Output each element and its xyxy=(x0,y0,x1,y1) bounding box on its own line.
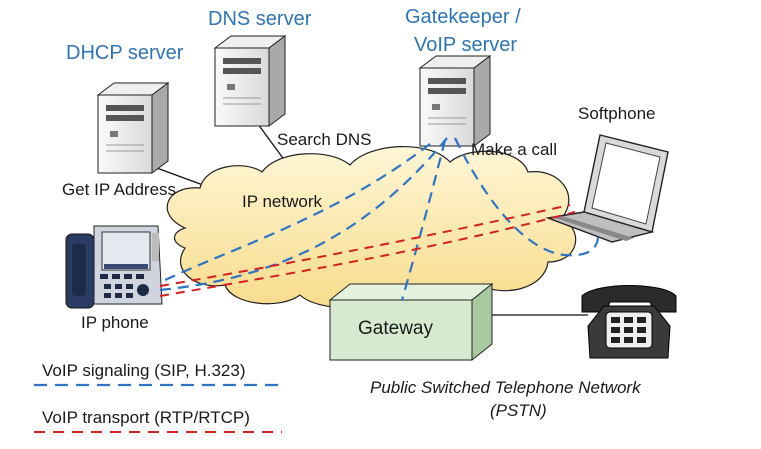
dhcp-server-label: DHCP server xyxy=(66,42,184,64)
ip-network-label: IP network xyxy=(242,192,323,211)
telephone-icon xyxy=(581,285,677,359)
legend-signaling-label: VoIP signaling (SIP, H.323) xyxy=(42,361,246,380)
dns-server-label: DNS server xyxy=(208,8,312,30)
gatekeeper-label-line1: Gatekeeper / xyxy=(405,6,521,28)
get-ip-address-label: Get IP Address xyxy=(62,180,177,199)
gateway-label: Gateway xyxy=(358,318,433,339)
softphone-laptop-icon xyxy=(545,134,669,243)
legend-transport-label: VoIP transport (RTP/RTCP) xyxy=(42,408,250,427)
gatekeeper-label-line2: VoIP server xyxy=(414,34,518,56)
signaling-paths xyxy=(159,137,600,301)
gateway-box xyxy=(328,282,494,362)
transport-paths xyxy=(159,204,576,297)
dns-server-icon xyxy=(213,35,287,127)
softphone-label: Softphone xyxy=(578,104,656,123)
dhcp-server-icon xyxy=(96,82,170,174)
gatekeeper-server-icon xyxy=(418,55,492,147)
ip-phone-label: IP phone xyxy=(81,313,149,332)
pstn-label-line1: Public Switched Telephone Network xyxy=(370,378,641,397)
make-a-call-label: Make a call xyxy=(471,140,557,159)
search-dns-label: Search DNS xyxy=(277,130,372,149)
pstn-label-line2: (PSTN) xyxy=(490,401,547,420)
ip-phone-icon xyxy=(65,225,163,309)
